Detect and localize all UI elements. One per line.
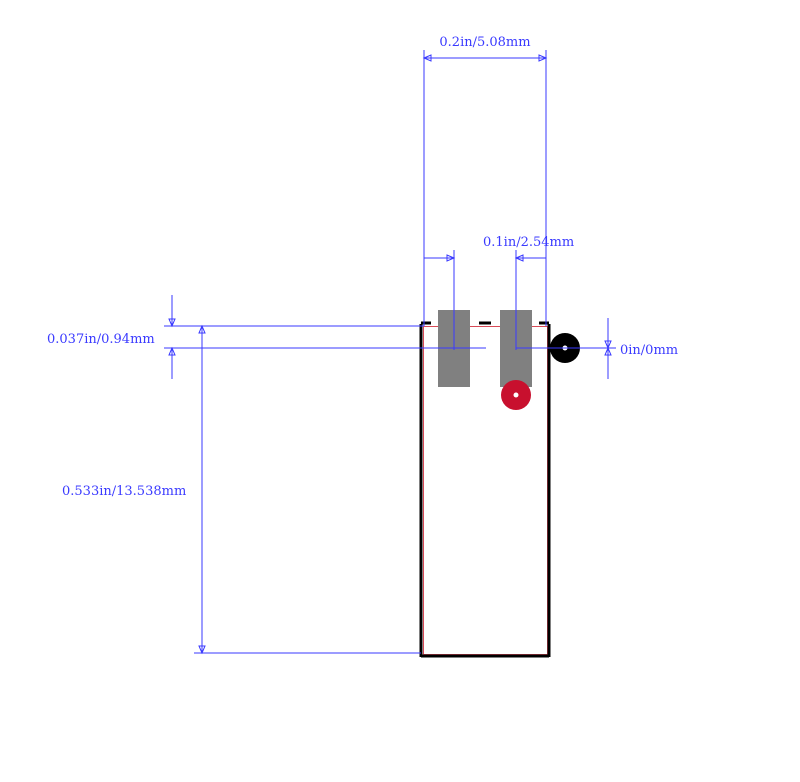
label-origin-offset: 0in/0mm: [620, 343, 678, 358]
dimension-origin-offset: [516, 318, 616, 379]
label-pitch-pin: 0.1in/2.54mm: [483, 235, 574, 250]
label-body-length: 0.533in/13.538mm: [62, 484, 186, 499]
dimension-body-length: [194, 324, 421, 655]
pin1-marker-center: [513, 392, 519, 398]
label-pitch-total: 0.2in/5.08mm: [439, 35, 530, 50]
body-outline: [419, 321, 551, 658]
dimension-pad-offset: [164, 295, 486, 379]
dimension-pitch-total: [422, 50, 548, 326]
label-pad-offset: 0.037in/0.94mm: [47, 332, 155, 347]
dimension-pitch-pin: [424, 250, 546, 350]
